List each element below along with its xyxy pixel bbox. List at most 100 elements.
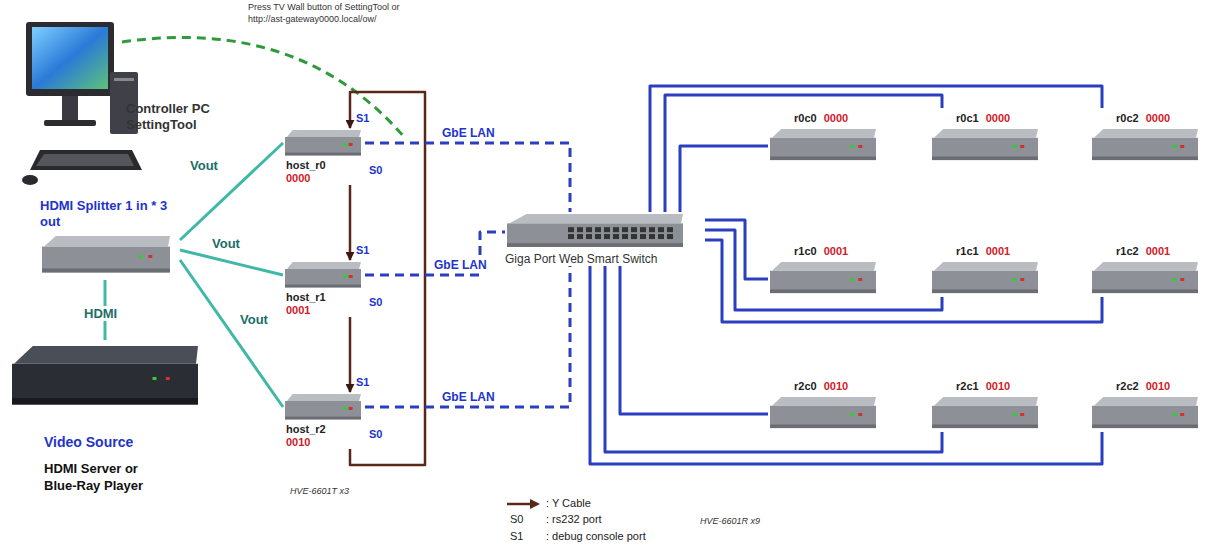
device-code: 0000 xyxy=(986,111,1010,125)
receiver-box: r2c0 0010 xyxy=(768,376,880,432)
device-illustration xyxy=(930,127,1040,163)
device-illustration xyxy=(768,260,878,296)
device-code: 0001 xyxy=(283,304,365,317)
transmitter-box: host_r00000 xyxy=(283,128,365,185)
device-illustration xyxy=(10,344,200,410)
device-label: r1c1 xyxy=(956,244,979,258)
device-illustration xyxy=(1090,395,1200,431)
device-code: HDMI Server or Blue-Ray Player xyxy=(44,460,164,494)
device-label: r0c0 xyxy=(794,111,817,125)
cable-label: Vout xyxy=(238,312,270,327)
transmitter-box: host_r10001 xyxy=(283,260,365,317)
receiver-box: r2c2 0010 xyxy=(1090,376,1202,432)
lan-cable xyxy=(705,230,942,310)
y-cable xyxy=(350,92,425,465)
receiver-box: r1c2 0001 xyxy=(1090,241,1202,297)
lan-cable xyxy=(665,95,942,212)
video-source: Video SourceHDMI Server or Blue-Ray Play… xyxy=(10,340,205,494)
cable-label: Vout xyxy=(210,236,242,251)
cable-label: GbE LAN xyxy=(432,258,489,272)
device-label: Giga Port Web Smart Switch xyxy=(505,252,705,266)
lan-cable xyxy=(590,266,1102,464)
cable-label: GbE LAN xyxy=(440,390,497,404)
device-code: 0010 xyxy=(1146,379,1170,393)
device-illustration xyxy=(505,212,685,250)
y-cable xyxy=(349,185,352,260)
device-label: r2c1 xyxy=(956,379,979,393)
legend-key: S1 xyxy=(510,530,523,542)
model-number: HVE-6601R x9 xyxy=(700,516,760,526)
legend-arrow-sample xyxy=(507,499,540,509)
receiver-box: r2c1 0010 xyxy=(930,376,1042,432)
device-code: 0010 xyxy=(986,379,1010,393)
lan-cable xyxy=(650,86,1102,212)
legend-text: : rs232 port xyxy=(546,513,602,525)
device-label: host_r0 xyxy=(283,159,365,172)
legend-text: : debug console port xyxy=(546,530,646,542)
cable-label: Vout xyxy=(188,158,220,173)
device-code: 0010 xyxy=(283,436,365,449)
device-label: r0c1 xyxy=(956,111,979,125)
device-label: r2c0 xyxy=(794,379,817,393)
device-code: 0000 xyxy=(1146,111,1170,125)
device-illustration xyxy=(930,260,1040,296)
device-illustration xyxy=(768,395,878,431)
device-illustration xyxy=(768,127,878,163)
device-label: r1c2 xyxy=(1116,244,1139,258)
receiver-box: r1c1 0001 xyxy=(930,241,1042,297)
lan-cable xyxy=(365,143,570,212)
lan-cable xyxy=(365,232,505,275)
transmitter-box: host_r20010 xyxy=(283,392,365,449)
lan-cable xyxy=(680,146,768,212)
lan-cable xyxy=(620,266,768,414)
device-label: HDMI Splitter 1 in * 3 out xyxy=(40,198,170,230)
device-label: host_r1 xyxy=(283,291,365,304)
hdmi-cable xyxy=(180,250,283,275)
y-cable xyxy=(349,317,352,392)
device-illustration xyxy=(40,234,172,276)
device-label: r1c0 xyxy=(794,244,817,258)
port-name: S1 xyxy=(356,376,369,388)
receiver-box: r0c1 0000 xyxy=(930,108,1042,164)
device-code: 0001 xyxy=(1146,244,1170,258)
device-illustration xyxy=(930,395,1040,431)
device-code: 0001 xyxy=(986,244,1010,258)
lan-cable xyxy=(605,266,942,452)
lan-cable xyxy=(705,240,1102,322)
receiver-box: r1c0 0001 xyxy=(768,241,880,297)
network-switch: Giga Port Web Smart Switch xyxy=(505,212,705,266)
hdmi-cable xyxy=(180,143,283,240)
device-illustration xyxy=(1090,260,1200,296)
device-label: Video Source xyxy=(44,434,205,450)
note: Press TV Wall button of SettingTool or xyxy=(248,2,400,12)
receiver-box: r0c2 0000 xyxy=(1090,108,1202,164)
device-label: r0c2 xyxy=(1116,111,1139,125)
model-number: HVE-6601T x3 xyxy=(290,486,349,496)
port-name: S1 xyxy=(356,244,369,256)
device-illustration xyxy=(283,260,363,290)
device-code: 0010 xyxy=(824,379,848,393)
device-label: Controller PC SettingTool xyxy=(126,101,236,133)
legend-text: : Y Cable xyxy=(546,497,591,509)
device-label: host_r2 xyxy=(283,423,365,436)
receiver-box: r0c0 0000 xyxy=(768,108,880,164)
pc-illustration xyxy=(22,22,142,185)
lan-cable xyxy=(365,266,570,407)
note: http://ast-gateway0000.local/ow/ xyxy=(248,14,377,24)
device-illustration xyxy=(283,128,363,158)
device-code: 0000 xyxy=(824,111,848,125)
leader-line xyxy=(122,37,405,138)
legend-key: S0 xyxy=(510,513,523,525)
port-name: S1 xyxy=(356,112,369,124)
port-name: S0 xyxy=(369,296,382,308)
cable-label: HDMI xyxy=(82,306,119,321)
cable-label: GbE LAN xyxy=(440,126,497,140)
device-label: r2c2 xyxy=(1116,379,1139,393)
device-illustration xyxy=(283,392,363,422)
hdmi-splitter: HDMI Splitter 1 in * 3 out xyxy=(40,198,180,280)
device-code: 0001 xyxy=(824,244,848,258)
device-code: 0000 xyxy=(283,172,365,185)
port-name: S0 xyxy=(369,164,382,176)
device-illustration xyxy=(1090,127,1200,163)
